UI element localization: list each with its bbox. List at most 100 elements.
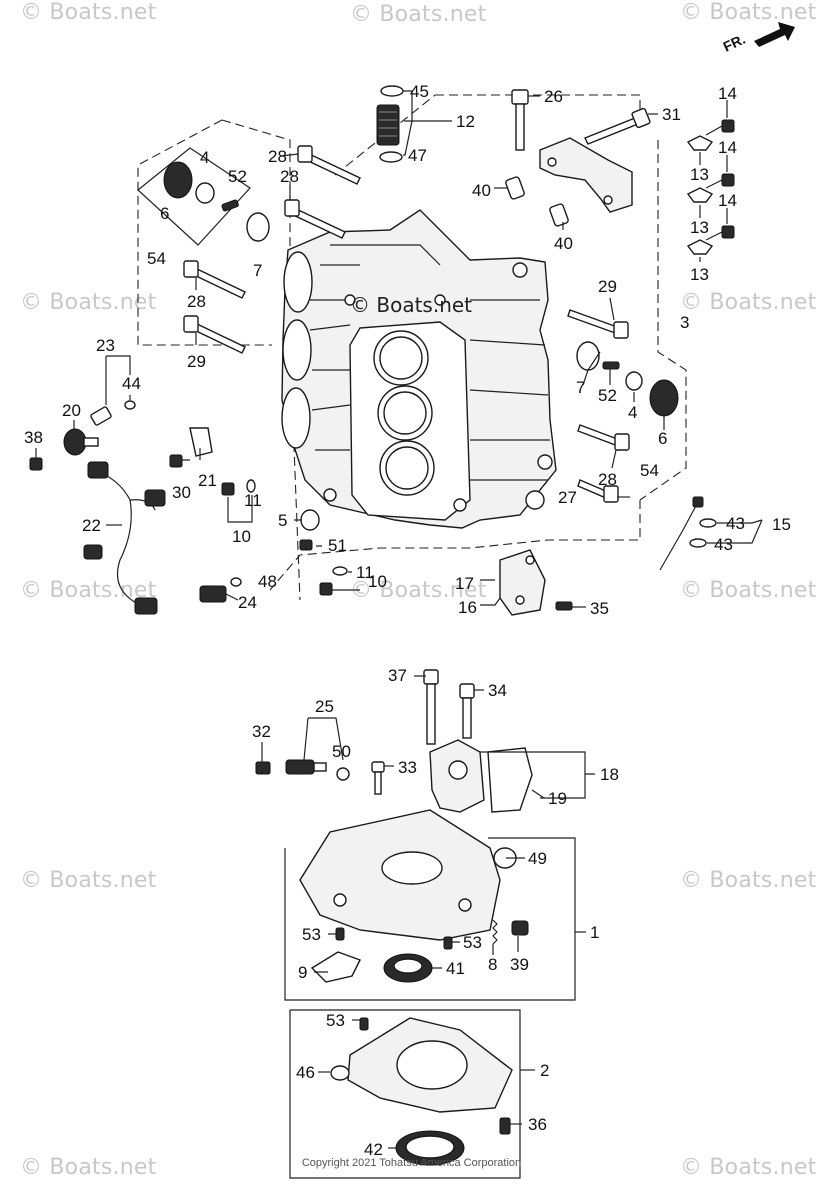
part-23-sensor: [90, 406, 112, 426]
callouts: 45 12 47 26 31 14 14 14 13 13 13 40 40 2…: [24, 82, 791, 1159]
part-7-oring-left: [246, 212, 270, 242]
watermark-center-2: © Boats.net: [350, 578, 487, 603]
callout-23: 23: [96, 336, 115, 355]
part-16-17-bracket: [499, 549, 546, 616]
center-watermark: © Boats.net: [350, 293, 472, 317]
part-14-bolt-b: [721, 173, 735, 187]
callout-1: 1: [590, 923, 599, 942]
watermark-top-right: © Boats.net: [680, 0, 817, 25]
part-53-pin-c: [359, 1017, 369, 1031]
callout-13c: 13: [690, 265, 709, 284]
callout-17: 17: [455, 574, 474, 593]
part-10-plug-a: [221, 482, 235, 496]
part-19-gasket: [487, 747, 533, 813]
part-14-bolt-a: [721, 119, 735, 133]
part-25-sensor: [285, 759, 327, 775]
callout-12: 12: [456, 112, 475, 131]
callout-45: 45: [410, 82, 429, 101]
part-28-bolt-d: [577, 424, 630, 451]
callout-33: 33: [398, 758, 417, 777]
part-15-dipstick: [659, 496, 704, 571]
callout-15: 15: [772, 515, 791, 534]
callout-54b: 54: [640, 461, 659, 480]
callout-24: 24: [238, 593, 257, 612]
callout-41: 41: [446, 959, 465, 978]
callout-28b: 28: [280, 167, 299, 186]
callout-35: 35: [590, 599, 609, 618]
part-50-oring: [336, 767, 350, 781]
callout-13b: 13: [690, 218, 709, 237]
part-38-bolt: [29, 457, 43, 471]
callout-4a: 4: [200, 148, 209, 167]
callout-11b: 11: [356, 563, 374, 582]
part-30-bolt: [169, 454, 183, 468]
part-20-knock-sensor: [63, 428, 99, 456]
callout-18: 18: [600, 765, 619, 784]
callout-20: 20: [62, 401, 81, 420]
part-41-seal: [383, 953, 433, 983]
part-10-plug-b: [319, 582, 333, 596]
part-6-plug-right: [649, 379, 679, 417]
callout-32: 32: [252, 722, 271, 741]
callout-3: 3: [680, 313, 689, 332]
watermark-left-3: © Boats.net: [20, 868, 157, 893]
part-53-pin-a: [335, 927, 345, 941]
callout-28d: 28: [598, 470, 617, 489]
callout-30: 30: [172, 483, 191, 502]
callout-51: 51: [328, 536, 347, 555]
part-18-oil-control-valve: [429, 739, 485, 813]
callout-19: 19: [548, 789, 567, 808]
callout-48: 48: [258, 572, 277, 591]
part-34-bolt: [459, 683, 475, 739]
callout-14a: 14: [718, 84, 737, 103]
part-42-seal: [395, 1130, 465, 1166]
callout-47: 47: [408, 146, 427, 165]
lower-group-outline: [284, 837, 576, 1179]
part-46-oring: [330, 1065, 350, 1081]
part-11-gasket-a: [246, 479, 256, 493]
part-29-bolt-right: [567, 309, 629, 339]
part-28-bolt-c: [183, 260, 246, 299]
watermark-right-1: © Boats.net: [680, 290, 817, 315]
part-51-bolt: [299, 539, 313, 551]
part-27-bolt: [577, 479, 619, 503]
arrow-icon: [754, 22, 795, 47]
callout-29a: 29: [187, 352, 206, 371]
front-direction-arrow: FR.: [721, 22, 795, 55]
callout-52b: 52: [598, 386, 617, 405]
part-53-pin-b: [443, 936, 453, 950]
watermark-right-3: © Boats.net: [680, 868, 817, 893]
upper-bracket: [539, 137, 633, 213]
callout-53a: 53: [302, 925, 321, 944]
callout-4b: 4: [628, 403, 637, 422]
part-26-bolt: [511, 89, 529, 151]
part-28-bolt-a: [297, 145, 361, 185]
callout-16: 16: [458, 598, 477, 617]
watermark-bottom-left: © Boats.net: [20, 1155, 157, 1180]
part-43-oring-a: [699, 518, 717, 528]
watermark-right-2: © Boats.net: [680, 578, 817, 603]
fr-label: FR.: [721, 31, 748, 55]
callout-43a: 43: [726, 514, 745, 533]
callout-37: 37: [388, 666, 407, 685]
part-1-cover: [299, 809, 501, 941]
part-47-oring: [379, 151, 403, 163]
callout-54a: 54: [147, 249, 166, 268]
part-36-bolt: [499, 1117, 511, 1135]
callout-26: 26: [544, 87, 563, 106]
part-22-harness: [83, 461, 166, 615]
watermark-left-1: © Boats.net: [20, 290, 157, 315]
callout-52a: 52: [228, 167, 247, 186]
part-40-dowel-a: [505, 176, 525, 200]
callout-40b: 40: [554, 234, 573, 253]
part-37-bolt: [423, 669, 439, 745]
callout-49: 49: [528, 849, 547, 868]
callout-7b: 7: [576, 378, 585, 397]
part-45-oring: [380, 85, 404, 97]
part-48-oring: [230, 577, 242, 587]
watermark-bottom-right: © Boats.net: [680, 1155, 817, 1180]
part-9-gasket: [310, 951, 361, 983]
part-13-clip-b: [686, 187, 714, 203]
